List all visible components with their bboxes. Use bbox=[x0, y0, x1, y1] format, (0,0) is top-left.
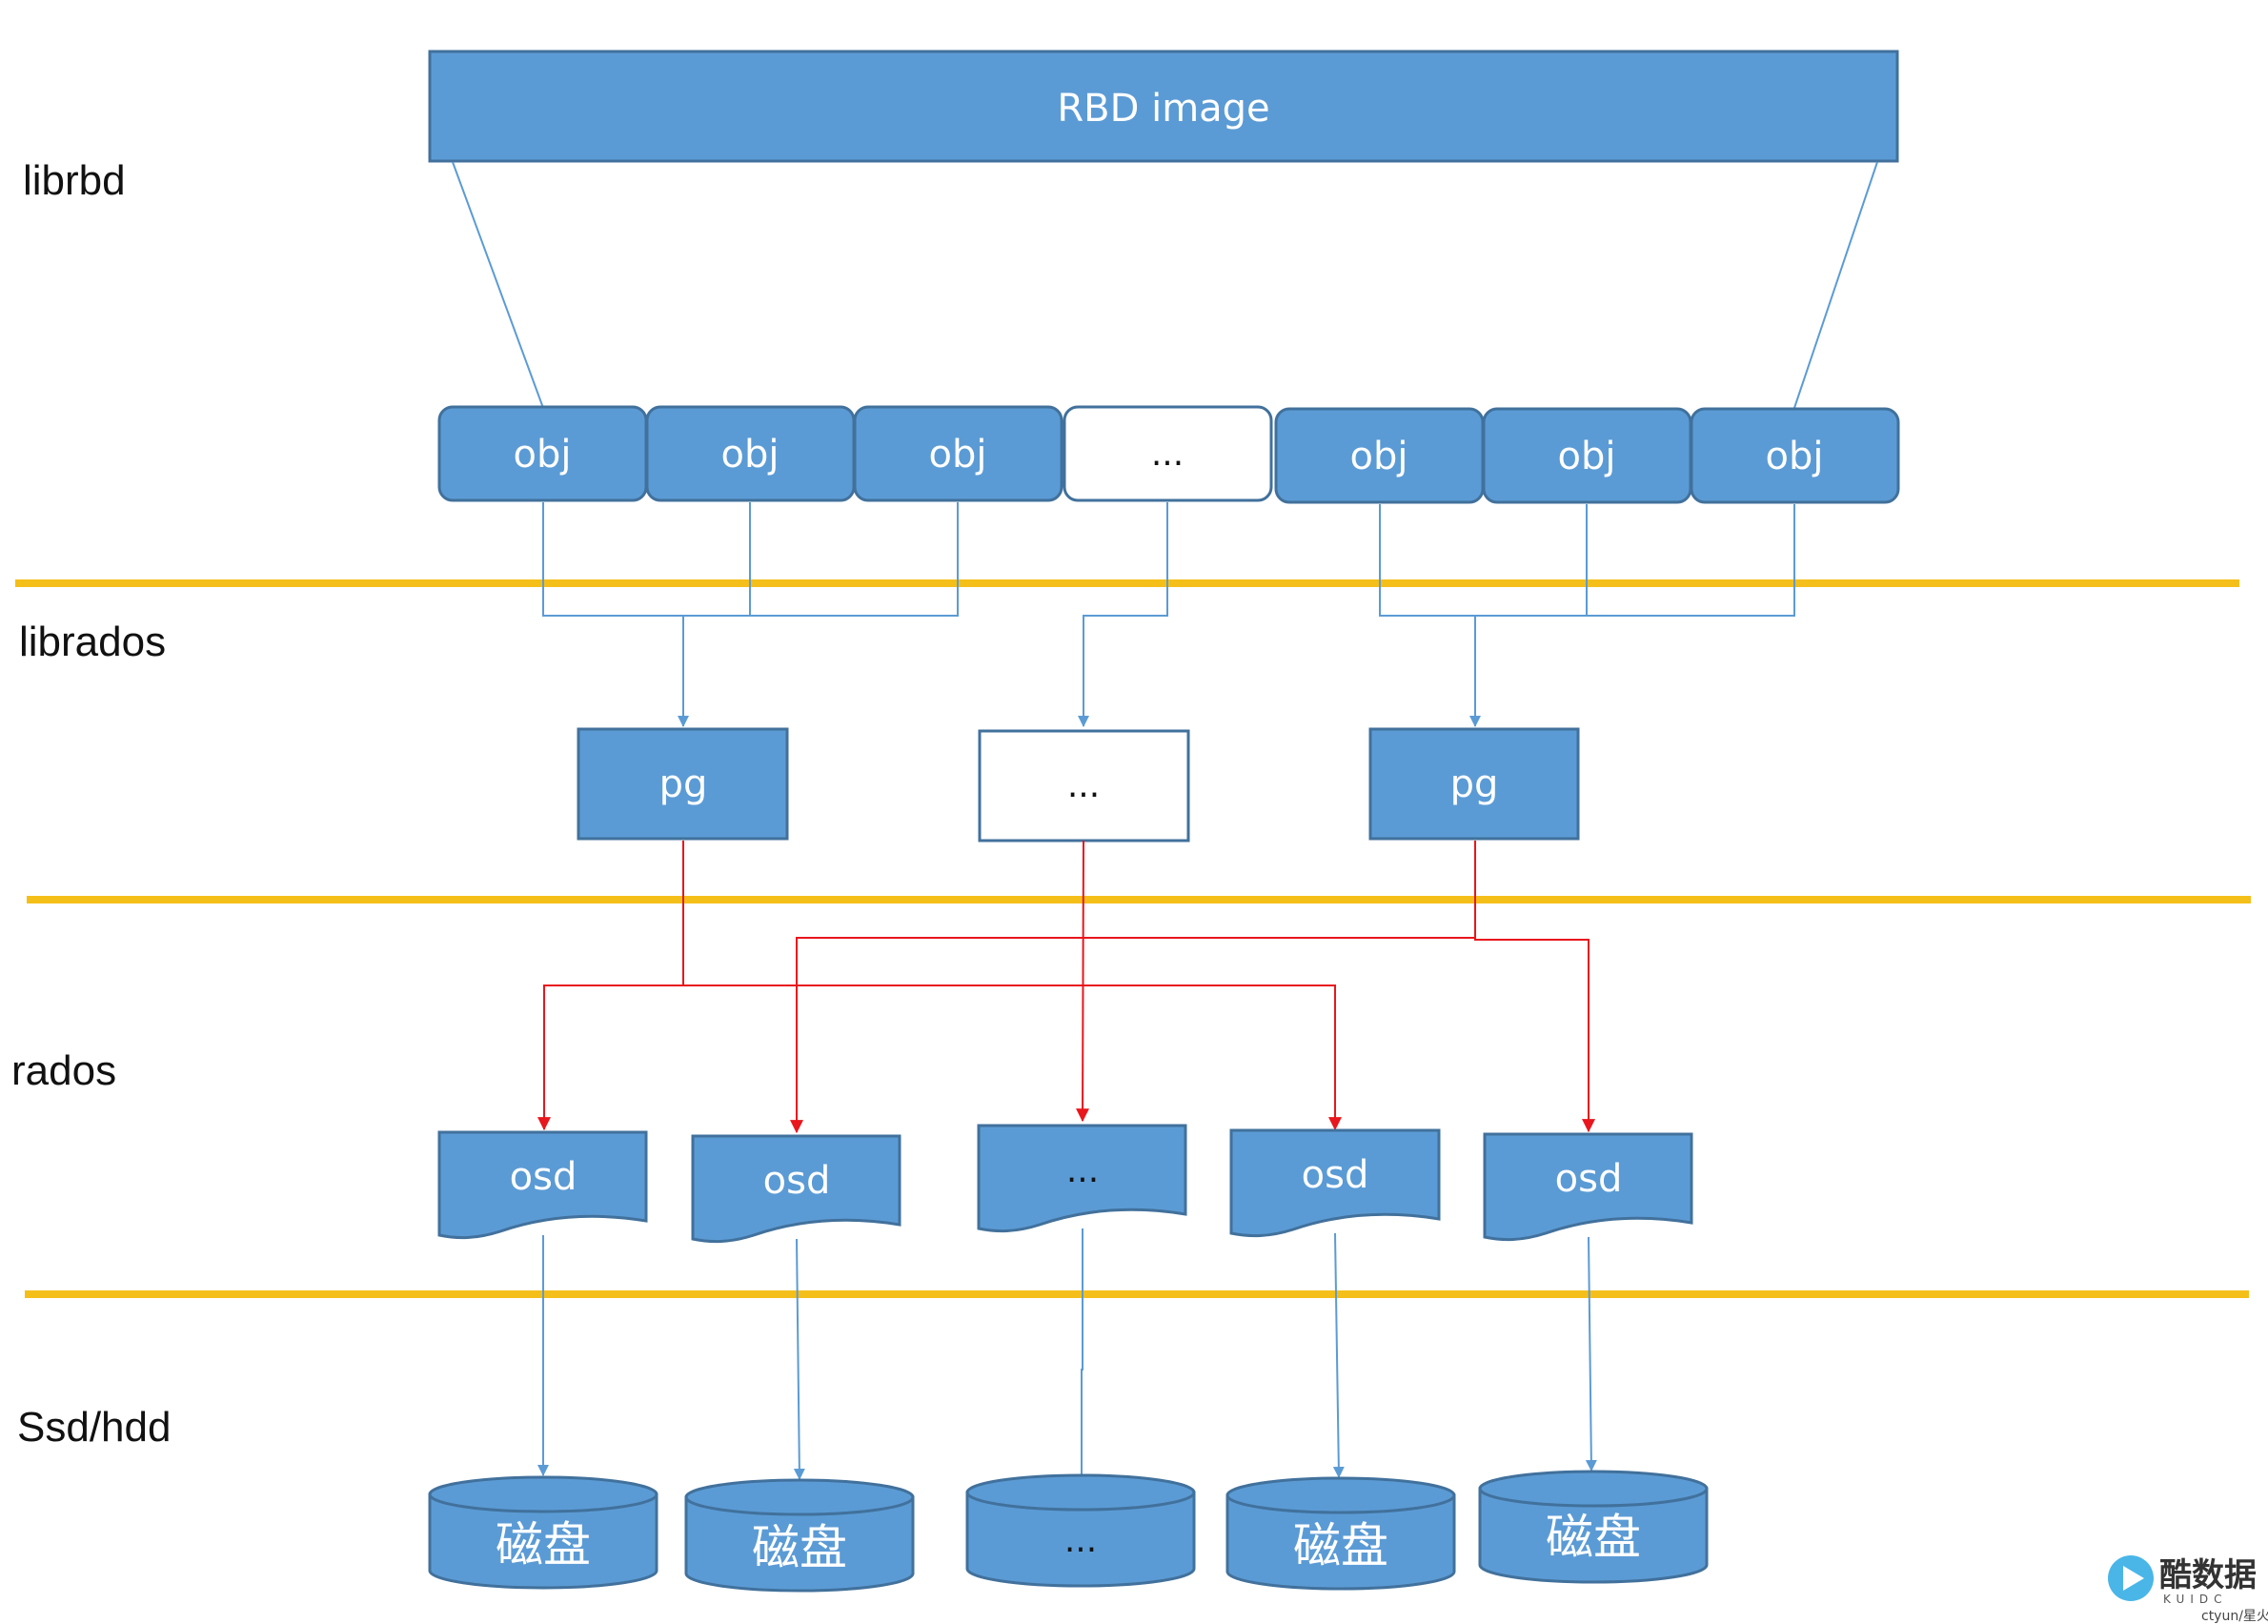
object-label: obj bbox=[721, 433, 780, 477]
pg-label: pg bbox=[1450, 762, 1499, 806]
object-box: obj bbox=[1690, 407, 1900, 504]
rbd-to-obj-right-line bbox=[1793, 161, 1878, 409]
disk-arrow-4 bbox=[1332, 1232, 1345, 1478]
osd-box: osd bbox=[1229, 1128, 1441, 1238]
osd-box: osd bbox=[437, 1130, 648, 1240]
disk-label: 磁盘 bbox=[752, 1520, 847, 1575]
layer-label-rados: rados bbox=[11, 1047, 116, 1094]
object-label-ellipsis: ... bbox=[1151, 435, 1184, 474]
disk-arrow-5 bbox=[1585, 1236, 1597, 1472]
osd-arrow-4 bbox=[683, 985, 1342, 1131]
play-arrow-icon bbox=[2108, 1555, 2154, 1601]
layer-label-librados: librados bbox=[19, 619, 166, 665]
disk-label: 磁盘 bbox=[1293, 1518, 1388, 1573]
osd-label: osd bbox=[763, 1159, 831, 1203]
osd-label: osd bbox=[510, 1155, 577, 1199]
pg-row: pg ... pg bbox=[577, 727, 1580, 842]
disk-label: 磁盘 bbox=[1546, 1510, 1641, 1565]
pg-middle-arrow bbox=[1078, 502, 1168, 727]
osd-box: osd bbox=[691, 1134, 901, 1244]
pg-to-osd-connectors bbox=[537, 840, 1595, 1134]
watermark: 酷数据 KUIDC ctyun/星火 bbox=[2108, 1555, 2268, 1624]
layer-label-librbd: librbd bbox=[23, 157, 126, 204]
object-box: obj bbox=[1274, 407, 1485, 504]
osd-label: osd bbox=[1302, 1153, 1369, 1197]
object-box-ellipsis: ... bbox=[1063, 405, 1273, 502]
osd-row: osd osd ... osd osd bbox=[437, 1124, 1693, 1244]
disk-row: 磁盘 磁盘 ... 磁盘 磁盘 bbox=[428, 1470, 1709, 1593]
disk-cylinder: 磁盘 bbox=[1478, 1470, 1709, 1584]
osd-box-ellipsis: ... bbox=[977, 1124, 1187, 1233]
disk-label-ellipsis: ... bbox=[1064, 1521, 1097, 1560]
rbd-to-obj-left-line bbox=[452, 161, 544, 409]
object-box: obj bbox=[437, 405, 648, 502]
pg-box: pg bbox=[1368, 727, 1580, 841]
object-label: obj bbox=[1558, 435, 1616, 478]
layer-label-storage: Ssd/hdd bbox=[17, 1404, 171, 1451]
pg-label: pg bbox=[659, 762, 708, 806]
rbd-image-box: RBD image bbox=[428, 50, 1899, 163]
rbd-image-label: RBD image bbox=[1057, 87, 1269, 131]
disk-line-3 bbox=[1081, 1228, 1083, 1476]
object-box: obj bbox=[853, 405, 1063, 502]
pg-box-ellipsis: ... bbox=[978, 729, 1190, 842]
osd-arrow-5 bbox=[1474, 938, 1595, 1133]
osd-label-ellipsis: ... bbox=[1066, 1151, 1099, 1190]
disk-cylinder-ellipsis: ... bbox=[965, 1473, 1196, 1588]
disk-label: 磁盘 bbox=[496, 1517, 591, 1573]
object-box: obj bbox=[1482, 407, 1692, 504]
disk-arrow-2 bbox=[793, 1238, 805, 1480]
object-label: obj bbox=[1766, 435, 1824, 478]
pg-right-route bbox=[790, 841, 1476, 1134]
object-label: obj bbox=[1350, 435, 1408, 478]
disk-cylinder: 磁盘 bbox=[1225, 1476, 1456, 1591]
pg-box: pg bbox=[577, 727, 789, 841]
object-label: obj bbox=[514, 433, 572, 477]
osd-arrow-1 bbox=[537, 985, 683, 1131]
watermark-footer: ctyun/星火 bbox=[2201, 1609, 2268, 1624]
osd-to-disk-connectors bbox=[537, 1228, 1597, 1480]
watermark-brand: 酷数据 bbox=[2159, 1556, 2257, 1594]
disk-cylinder: 磁盘 bbox=[428, 1475, 658, 1590]
osd-box: osd bbox=[1483, 1132, 1693, 1242]
watermark-sub: KUIDC bbox=[2163, 1593, 2228, 1606]
object-row: obj obj obj ... obj obj obj bbox=[437, 405, 1900, 504]
object-label: obj bbox=[929, 433, 987, 477]
osd-label: osd bbox=[1555, 1157, 1623, 1201]
object-box: obj bbox=[645, 405, 856, 502]
disk-cylinder: 磁盘 bbox=[684, 1478, 915, 1593]
object-to-pg-connectors bbox=[542, 502, 1795, 727]
pg-label-ellipsis: ... bbox=[1067, 766, 1100, 805]
